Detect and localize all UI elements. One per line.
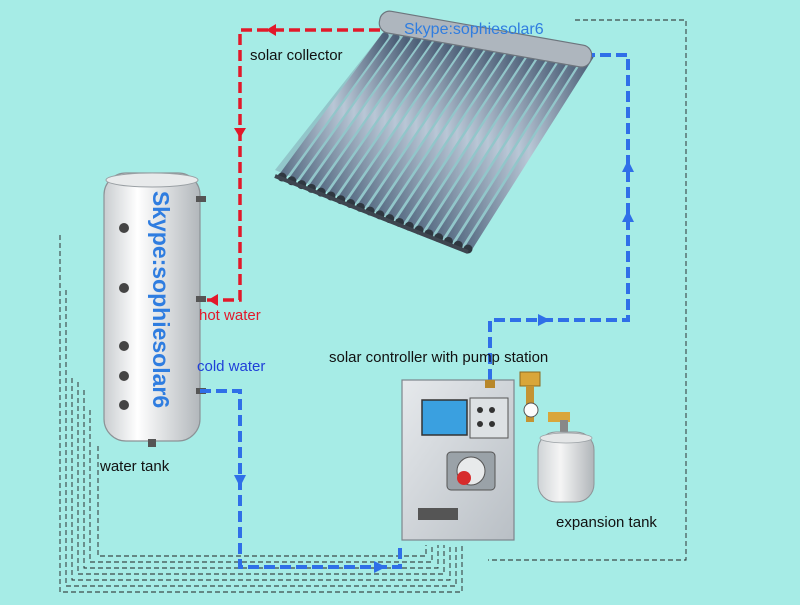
wire-1	[59, 235, 463, 593]
collector-tube	[336, 38, 454, 204]
collector-tube	[346, 39, 465, 208]
collector-tube	[327, 37, 443, 200]
collector-tube	[297, 34, 411, 189]
arrow-right-icon	[538, 314, 550, 326]
hot-water-label: hot water	[199, 307, 261, 324]
cold-water-label: cold water	[197, 358, 266, 375]
solar-collector-icon	[274, 10, 594, 254]
collector-header	[378, 10, 593, 68]
arrow-down-icon	[234, 128, 246, 138]
collector-tube	[425, 48, 551, 238]
collector-tube	[307, 35, 422, 193]
cold-water-arrows	[234, 160, 634, 573]
controller-display	[421, 399, 468, 436]
arrow-up-icon	[622, 160, 634, 172]
wire-7	[97, 446, 427, 557]
water-tank-icon	[103, 172, 206, 447]
cold-water-pipe	[200, 53, 630, 569]
arrow-left-icon	[266, 24, 276, 36]
hot-water-arrows	[208, 24, 276, 306]
wire-3	[71, 378, 451, 581]
collector-tube	[376, 42, 497, 219]
arrow-left-icon	[208, 294, 218, 306]
expansion-tank-label: expansion tank	[556, 514, 657, 531]
collector-tube	[366, 41, 486, 215]
collector-tube	[356, 40, 476, 212]
hot-water-pipe	[207, 28, 380, 302]
wire-2	[65, 290, 457, 587]
wire-4	[77, 382, 445, 575]
water-tank-label: water tank	[100, 458, 170, 475]
tank-watermark: Skype:sophiesolar6	[148, 190, 175, 409]
pressure-gauge-icon	[519, 371, 570, 422]
wire-6	[89, 410, 433, 563]
collector-tube	[317, 36, 432, 196]
wire-collector-sensor	[488, 19, 687, 561]
collector-tube	[454, 51, 583, 249]
arrow-up-icon	[622, 210, 634, 222]
collector-tube	[288, 33, 400, 185]
collector-tubes	[277, 32, 594, 254]
collector-tube	[395, 44, 519, 227]
collector-watermark: Skype:sophiesolar6	[404, 21, 544, 38]
collector-tube	[405, 45, 530, 231]
collector-tube	[415, 46, 540, 234]
control-wires	[59, 19, 687, 593]
arrow-down-icon	[234, 475, 246, 487]
collector-tube	[464, 52, 594, 253]
controller-pump-station-icon	[401, 379, 515, 541]
collector-tube	[444, 50, 573, 246]
solar-controller-label: solar controller with pump station	[329, 349, 549, 366]
solar-collector-label: solar collector	[250, 47, 343, 64]
arrow-right-icon	[374, 561, 386, 573]
wire-5	[83, 390, 439, 569]
collector-tube	[385, 43, 508, 223]
expansion-tank-icon	[537, 420, 595, 503]
collector-tube	[278, 32, 389, 181]
collector-tube	[434, 49, 562, 242]
collector-bottom-rail	[274, 174, 469, 254]
